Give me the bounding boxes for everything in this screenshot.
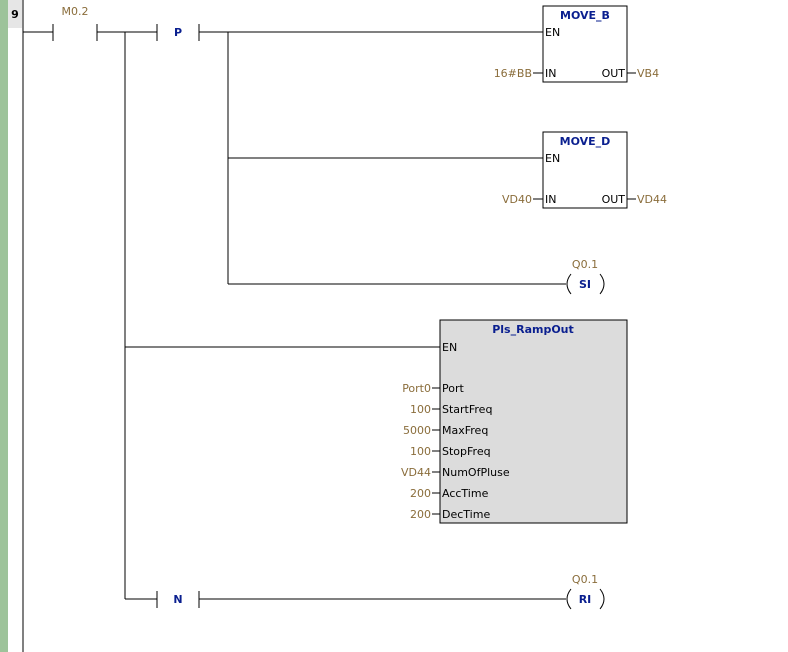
move-b-in-pin: IN (545, 67, 556, 80)
pls-param-pin: AccTime (442, 487, 489, 500)
reset-coil[interactable]: Q0.1 RI (566, 573, 605, 610)
move-b-in-value: 16#BB (494, 67, 532, 80)
set-coil-label: SI (579, 278, 591, 291)
pls-rampout-block[interactable]: Pls_RampOut EN PortPort0StartFreq100MaxF… (401, 319, 628, 524)
pls-param-pin: StopFreq (442, 445, 491, 458)
n-label: N (173, 593, 182, 606)
p-label: P (174, 26, 182, 39)
move-d-title: MOVE_D (560, 135, 611, 148)
pls-param-pin: Port (442, 382, 464, 395)
pls-rampout-title: Pls_RampOut (492, 323, 574, 336)
move-b-out-value: VB4 (637, 67, 659, 80)
pls-param-value[interactable]: 100 (410, 403, 431, 416)
pls-param-value[interactable]: VD44 (401, 466, 431, 479)
negative-transition-contact[interactable]: N (156, 591, 200, 608)
reset-coil-label: RI (579, 593, 592, 606)
move-b-out-pin: OUT (602, 67, 626, 80)
move-d-out-value: VD44 (637, 193, 667, 206)
pls-param-value[interactable]: 5000 (403, 424, 431, 437)
pls-param-pin: NumOfPluse (442, 466, 510, 479)
network-number-box (8, 0, 22, 28)
pls-rampout-en: EN (442, 341, 457, 354)
move-b-block[interactable]: MOVE_B EN IN OUT 16#BB VB4 (494, 5, 659, 83)
pls-param-value[interactable]: 200 (410, 487, 431, 500)
pls-param-pin: DecTime (442, 508, 490, 521)
power-rail (0, 0, 8, 652)
move-d-in-pin: IN (545, 193, 556, 206)
move-b-title: MOVE_B (560, 9, 610, 22)
set-coil[interactable]: Q0.1 SI (566, 258, 605, 295)
pls-param-value[interactable]: 200 (410, 508, 431, 521)
set-coil-address: Q0.1 (572, 258, 598, 271)
pls-rampout-params: PortPort0StartFreq100MaxFreq5000StopFreq… (401, 382, 510, 521)
move-d-block[interactable]: MOVE_D EN IN OUT VD40 VD44 (502, 131, 667, 209)
move-d-en: EN (545, 152, 560, 165)
pls-param-value[interactable]: 100 (410, 445, 431, 458)
pls-param-pin: StartFreq (442, 403, 492, 416)
pls-param-pin: MaxFreq (442, 424, 488, 437)
network-number: 9 (11, 8, 19, 21)
rung-wires (23, 31, 566, 600)
contact-address: M0.2 (62, 5, 89, 18)
move-d-in-value: VD40 (502, 193, 532, 206)
move-b-en: EN (545, 26, 560, 39)
move-d-out-pin: OUT (602, 193, 626, 206)
contact-m0-2[interactable]: M0.2 (52, 5, 98, 41)
pls-param-value[interactable]: Port0 (402, 382, 431, 395)
reset-coil-address: Q0.1 (572, 573, 598, 586)
positive-transition-contact[interactable]: P (156, 24, 200, 41)
